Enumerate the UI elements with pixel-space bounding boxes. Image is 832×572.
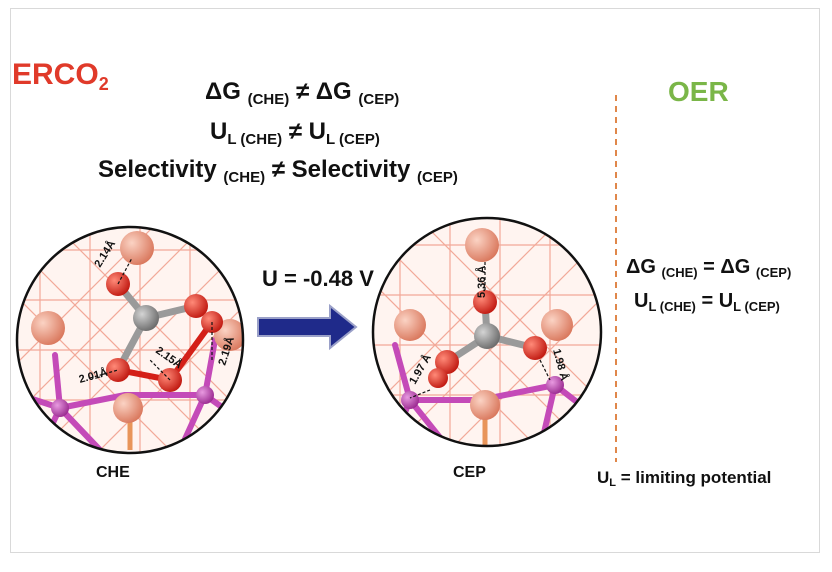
reaction-arrow (257, 303, 358, 351)
cep-lens-border (371, 216, 603, 448)
oer-equation-delta-g: ΔG (CHE) = ΔG (CEP) (626, 256, 792, 280)
cep-distance-label: 5.36 Å (475, 266, 488, 298)
oer-equation-limiting-potential: UL (CHE) = UL (CEP) (634, 290, 780, 314)
cep-lattice (373, 218, 601, 446)
cep-caption: CEP (453, 464, 486, 481)
limiting-potential-note: UL = limiting potential (597, 468, 772, 489)
oer-title: OER (668, 76, 729, 107)
equation-limiting-potential: UL (CHE) ≠ UL (CEP) (210, 118, 380, 148)
equation-selectivity: Selectivity (CHE) ≠ Selectivity (CEP) (98, 156, 458, 186)
che-lattice (17, 227, 243, 453)
erco2-title: ERCO2 (12, 58, 109, 94)
che-caption: CHE (96, 464, 130, 481)
che-lens-border (15, 225, 245, 455)
che-structure: 2.14Å 2.01Å 2.15Å 2.19Å (15, 225, 245, 455)
equation-delta-g: ΔG (CHE) ≠ ΔG (CEP) (205, 78, 400, 108)
cep-structure: 5.36 Å 1.97 Å 1.98 Å (371, 216, 603, 448)
applied-potential-label: U = -0.48 V (262, 266, 374, 291)
